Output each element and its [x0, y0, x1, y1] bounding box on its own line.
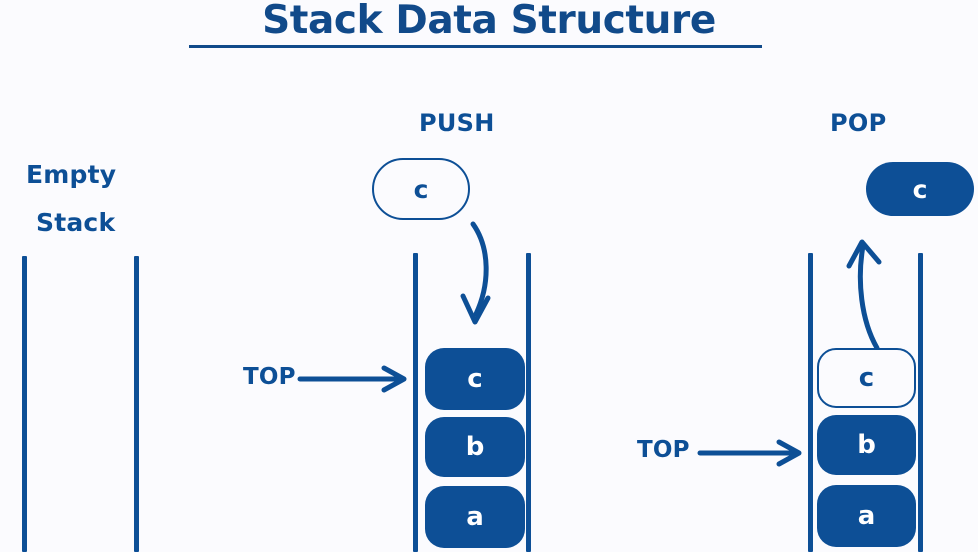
empty-stack-right-wall — [134, 256, 139, 552]
push-stack-right-wall — [526, 253, 531, 552]
pop-stack-cell-bottom: a — [817, 485, 916, 547]
push-section-heading: PUSH — [419, 109, 495, 137]
pop-stack-cell-middle-label: b — [857, 430, 876, 460]
push-stack-left-wall — [413, 253, 418, 552]
page-title-text: Stack Data Structure — [262, 0, 716, 43]
push-top-pointer-arrow-icon — [297, 365, 407, 393]
pop-stack-right-wall — [918, 253, 923, 552]
push-stack-cell-bottom-label: a — [466, 502, 484, 532]
pop-outgoing-element: c — [866, 162, 974, 216]
pop-stack-cell-top: c — [817, 348, 916, 408]
push-top-pointer-label: TOP — [243, 364, 296, 390]
pop-outgoing-element-label: c — [912, 174, 928, 204]
push-stack-cell-bottom: a — [425, 486, 525, 548]
pop-stack-cell-middle: b — [817, 415, 916, 475]
push-incoming-element: c — [372, 158, 470, 220]
pop-top-pointer-label: TOP — [637, 437, 690, 463]
push-stack-cell-middle: b — [425, 417, 525, 477]
page-title: Stack Data Structure — [0, 0, 978, 44]
push-stack-cell-top-label: c — [467, 364, 483, 394]
pop-curved-arrow-icon — [846, 239, 882, 351]
title-underline-rule — [189, 45, 762, 48]
push-stack-cell-middle-label: b — [465, 432, 485, 462]
push-stack-cell-top: c — [425, 348, 525, 410]
empty-stack-label-line1: Empty — [26, 160, 117, 189]
pop-section-heading: POP — [830, 109, 887, 137]
pop-top-pointer-arrow-icon — [697, 439, 802, 467]
pop-stack-cell-top-label: c — [858, 363, 875, 393]
pop-stack-cell-bottom-label: a — [857, 501, 876, 531]
empty-stack-left-wall — [22, 256, 27, 552]
empty-stack-label-line2: Stack — [36, 208, 116, 237]
pop-stack-left-wall — [808, 253, 813, 552]
push-incoming-element-label: c — [413, 174, 429, 204]
push-curved-arrow-icon — [460, 221, 491, 325]
